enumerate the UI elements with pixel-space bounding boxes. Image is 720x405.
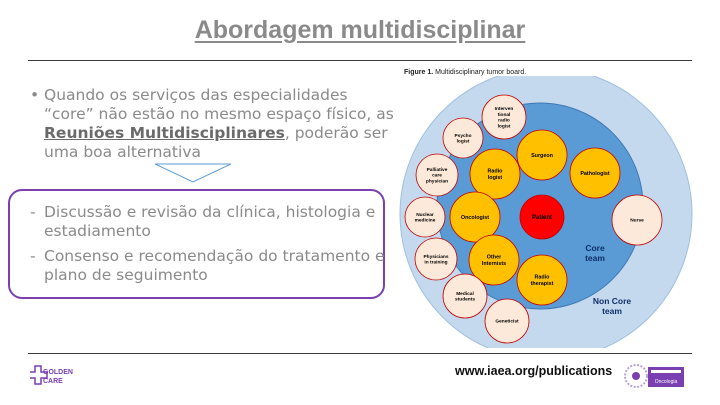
core-member-node [468, 234, 520, 286]
patient-node [519, 194, 565, 240]
bottom-divider [28, 353, 692, 354]
patient-label: Patient [532, 215, 552, 221]
core-member-node [516, 129, 568, 181]
slide-title: Abordagem multidisciplinar [194, 16, 526, 44]
core-member-label: Oncologist [461, 215, 489, 221]
sub-points-box [8, 189, 385, 299]
non-core-member-node [442, 117, 484, 159]
partner-logo: Oncologia [624, 364, 684, 388]
golden-care-logo: GOLDEN CARE [30, 365, 73, 385]
core-member-label: Surgeon [531, 153, 553, 159]
core-member-label: Pathologist [580, 171, 610, 177]
sub-point-1: - Discussão e revisão da clínica, histol… [30, 203, 376, 240]
figure-caption: Figure 1. Multidisciplinary tumor board. [404, 69, 527, 76]
sub-point-2: - Consenso e recomendação do tratamento … [30, 247, 385, 284]
core-member-node [569, 147, 621, 199]
top-divider [28, 60, 692, 61]
highlight-term: Reuniões Multidisciplinares [44, 124, 285, 142]
svg-text:GOLDEN: GOLDEN [43, 369, 73, 376]
non-core-member-node [481, 94, 527, 140]
bullet-text: Quando os serviços das especialidades “c… [44, 86, 394, 161]
core-member-node [449, 191, 501, 243]
core-member-node [469, 148, 521, 200]
main-bullet: • Quando os serviços das especialidades … [30, 86, 400, 162]
non-core-member-node [442, 273, 488, 319]
down-arrow-icon [155, 163, 231, 183]
non-core-member-node [611, 194, 663, 246]
bullet-marker: • [30, 86, 40, 104]
publications-url[interactable]: www.iaea.org/publications [455, 364, 613, 378]
non-core-member-label: Nurse [630, 218, 644, 224]
non-core-member-node [414, 237, 458, 281]
non-core-member-node [415, 153, 459, 197]
svg-text:CARE: CARE [43, 378, 63, 385]
non-core-member-node [404, 196, 446, 238]
non-core-member-label: Geneticist [495, 319, 519, 325]
non-core-member-node [484, 298, 530, 344]
svg-text:Oncologia: Oncologia [655, 379, 678, 385]
core-member-node [516, 254, 568, 306]
